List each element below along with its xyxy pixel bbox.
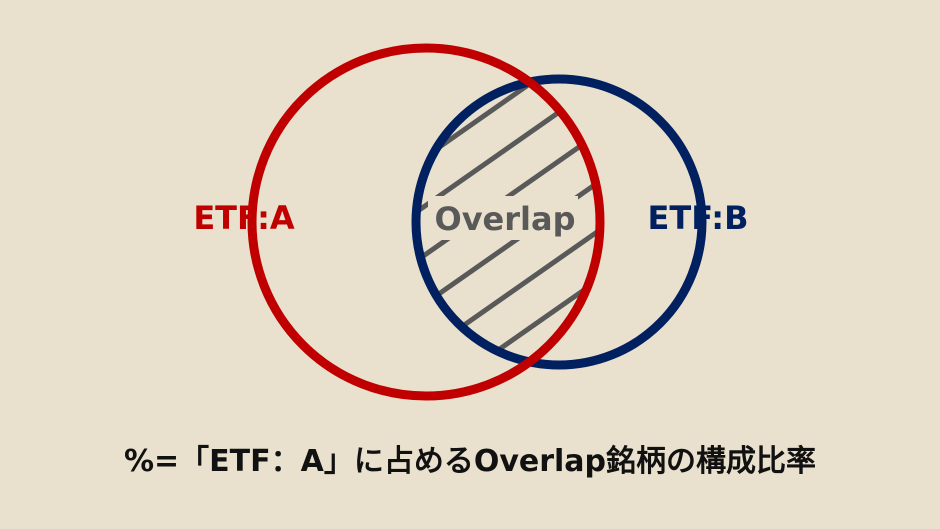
overlap-formula-caption: %=「ETF：A」に占めるOverlap銘柄の構成比率 [123, 444, 817, 479]
set-a-label: ETF:A [193, 199, 295, 237]
set-b-circle [411, 74, 707, 370]
set-b-label: ETF:B [648, 199, 749, 237]
overlap-label-background [428, 196, 578, 240]
set-a-circle [247, 43, 605, 401]
overlap-label: Overlap [434, 200, 575, 238]
